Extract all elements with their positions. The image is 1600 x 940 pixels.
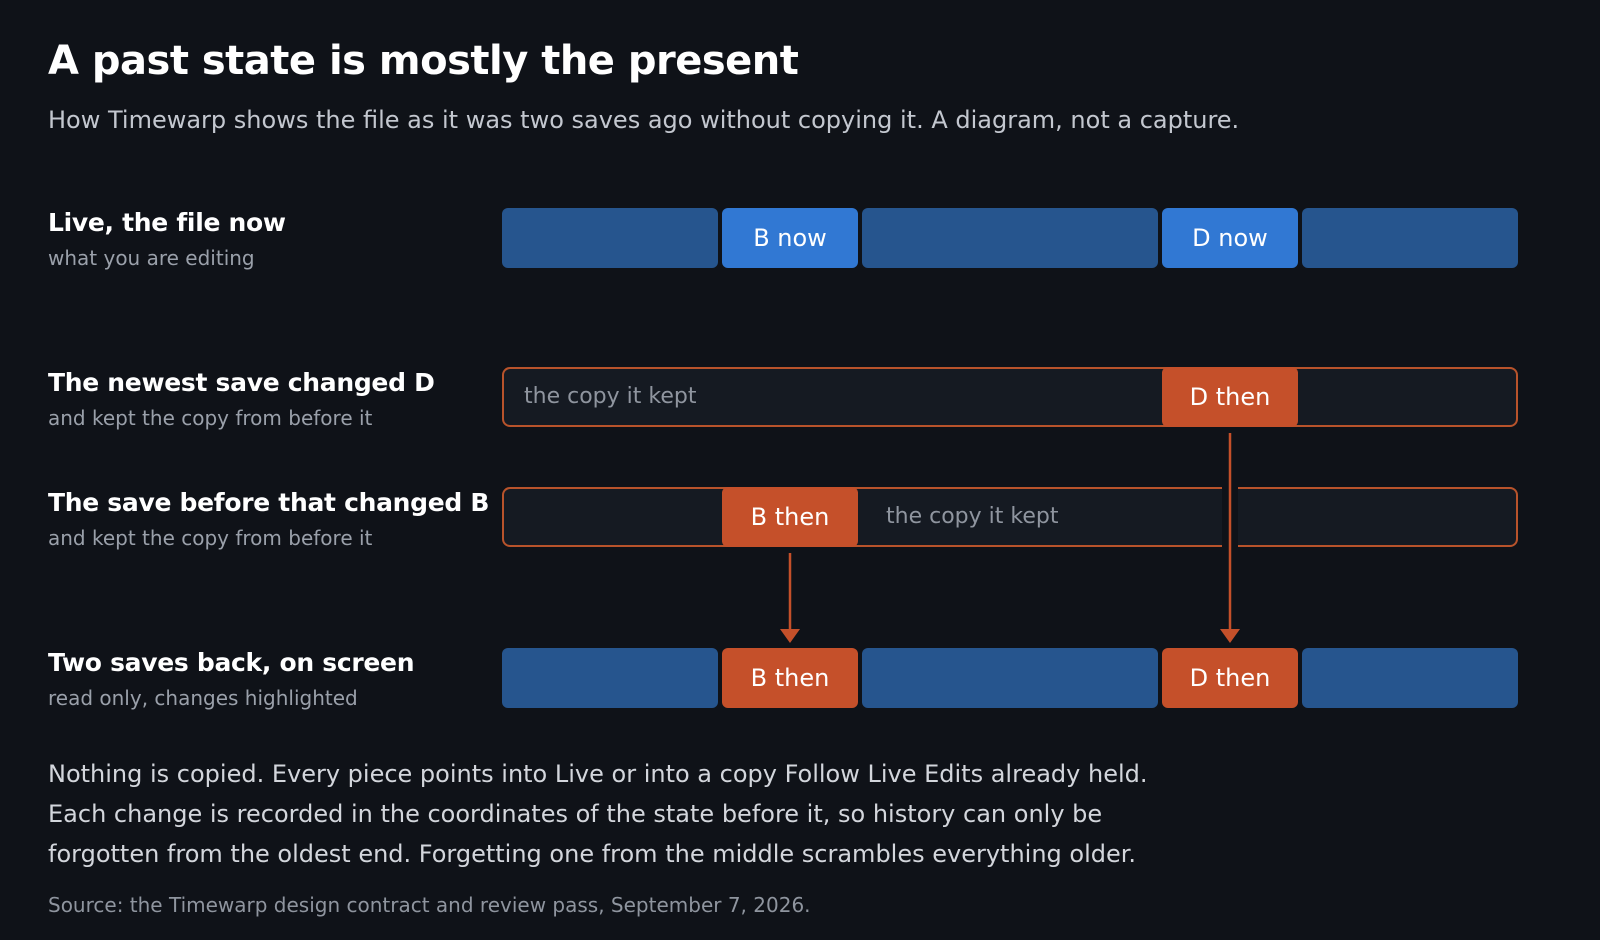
track-newest-save: the copy it kept D then <box>502 367 1518 427</box>
live-segment-c <box>862 208 1158 268</box>
page-subtitle: How Timewarp shows the file as it was tw… <box>48 106 1240 134</box>
past-segment-e <box>1302 648 1518 708</box>
explanation-line: Nothing is copied. Every piece points in… <box>48 760 1148 788</box>
row-label-older-save: The save before that changed B and kept … <box>48 488 489 550</box>
live-segment-e <box>1302 208 1518 268</box>
segment-b-then: B then <box>722 487 858 547</box>
source-note: Source: the Timewarp design contract and… <box>48 893 811 917</box>
kept-copy-label: the copy it kept <box>524 384 697 409</box>
row-name: Two saves back, on screen <box>48 648 415 677</box>
arrow-b-then <box>780 553 800 643</box>
track-live: B now D now <box>502 208 1518 268</box>
track-older-save: B then the copy it kept <box>502 487 1518 547</box>
row-name: The newest save changed D <box>48 368 435 397</box>
track-two-saves-back: B then D then <box>502 648 1518 708</box>
page-title: A past state is mostly the present <box>48 38 799 84</box>
row-desc: and kept the copy from before it <box>48 526 373 550</box>
live-segment-b-now: B now <box>722 208 858 268</box>
live-segment-a <box>502 208 718 268</box>
segment-d-then: D then <box>1162 367 1298 427</box>
past-segment-c <box>862 648 1158 708</box>
row-name: Live, the file now <box>48 208 286 237</box>
row-desc: what you are editing <box>48 246 255 270</box>
row-name: The save before that changed B <box>48 488 490 517</box>
kept-copy-label: the copy it kept <box>886 504 1059 529</box>
past-segment-a <box>502 648 718 708</box>
explanation-line: Each change is recorded in the coordinat… <box>48 800 1103 828</box>
past-segment-b-then: B then <box>722 648 858 708</box>
row-label-two-saves-back: Two saves back, on screen read only, cha… <box>48 648 415 710</box>
row-label-newest-save: The newest save changed D and kept the c… <box>48 368 435 430</box>
explanation-text: Nothing is copied. Every piece points in… <box>48 754 1188 874</box>
row-label-live: Live, the file now what you are editing <box>48 208 286 270</box>
explanation-line: forgotten from the oldest end. Forgettin… <box>48 840 1137 868</box>
live-segment-d-now: D now <box>1162 208 1298 268</box>
row-desc: and kept the copy from before it <box>48 406 373 430</box>
row-desc: read only, changes highlighted <box>48 686 358 710</box>
past-segment-d-then: D then <box>1162 648 1298 708</box>
track-gap <box>1222 487 1238 547</box>
